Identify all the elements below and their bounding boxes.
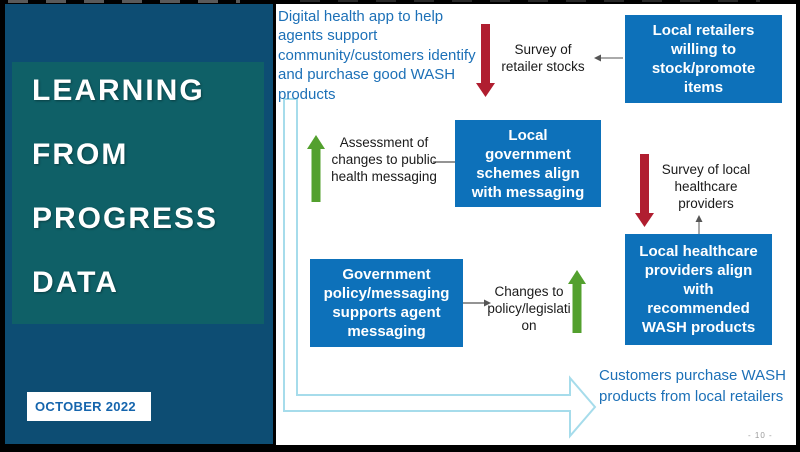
- red-down-arrow: [476, 24, 495, 97]
- survey-retailer-label: Survey of retailer stocks: [501, 42, 585, 74]
- date-box: OCTOBER 2022: [27, 392, 151, 421]
- box-local-retailers: Local retailers willing to stock/promote…: [625, 15, 782, 103]
- slide-title-line: LEARNING: [32, 74, 205, 107]
- slide-date: OCTOBER 2022: [35, 399, 136, 414]
- green-up-arrow: [307, 135, 325, 202]
- box-government-schemes: Local government schemes align with mess…: [455, 120, 601, 207]
- panel-edge-divider: [273, 4, 276, 444]
- slide-title-line: FROM: [32, 138, 129, 171]
- assessment-label: Assessment of changes to public health m…: [331, 135, 437, 184]
- box-healthcare-providers-text: Local healthcare providers align with re…: [639, 243, 758, 336]
- page-number: - 10 -: [748, 431, 773, 440]
- title-box: LEARNING FROM PROGRESS DATA: [12, 62, 264, 324]
- box-government-policy-text: Government policy/messaging supports age…: [323, 266, 450, 340]
- box-healthcare-providers: Local healthcare providers align with re…: [625, 234, 772, 345]
- connector-arrowhead-up: [695, 215, 703, 222]
- survey-healthcare-label: Survey of local healthcare providers: [661, 162, 751, 211]
- red-down-arrow: [635, 154, 654, 227]
- box-government-schemes-text: Local government schemes align with mess…: [471, 126, 585, 201]
- window-edge-artifacts: [8, 0, 240, 3]
- box-government-policy: Government policy/messaging supports age…: [310, 259, 463, 347]
- slide-title-line: PROGRESS: [32, 202, 219, 235]
- digital-app-note: Digital health app to help agents suppor…: [278, 8, 476, 103]
- changes-label: Changes to policy/legislation: [487, 284, 571, 333]
- box-local-retailers-text: Local retailers willing to stock/promote…: [651, 22, 756, 96]
- green-up-arrow: [568, 270, 586, 333]
- customers-note: Customers purchase WASH products from lo…: [599, 367, 787, 405]
- connector-arrowhead-left: [594, 54, 601, 62]
- window-edge-artifacts: [300, 0, 760, 2]
- connector-arrowhead-right: [484, 299, 491, 307]
- bent-flow-arrow: [283, 98, 597, 439]
- slide-title-line: DATA: [32, 266, 119, 299]
